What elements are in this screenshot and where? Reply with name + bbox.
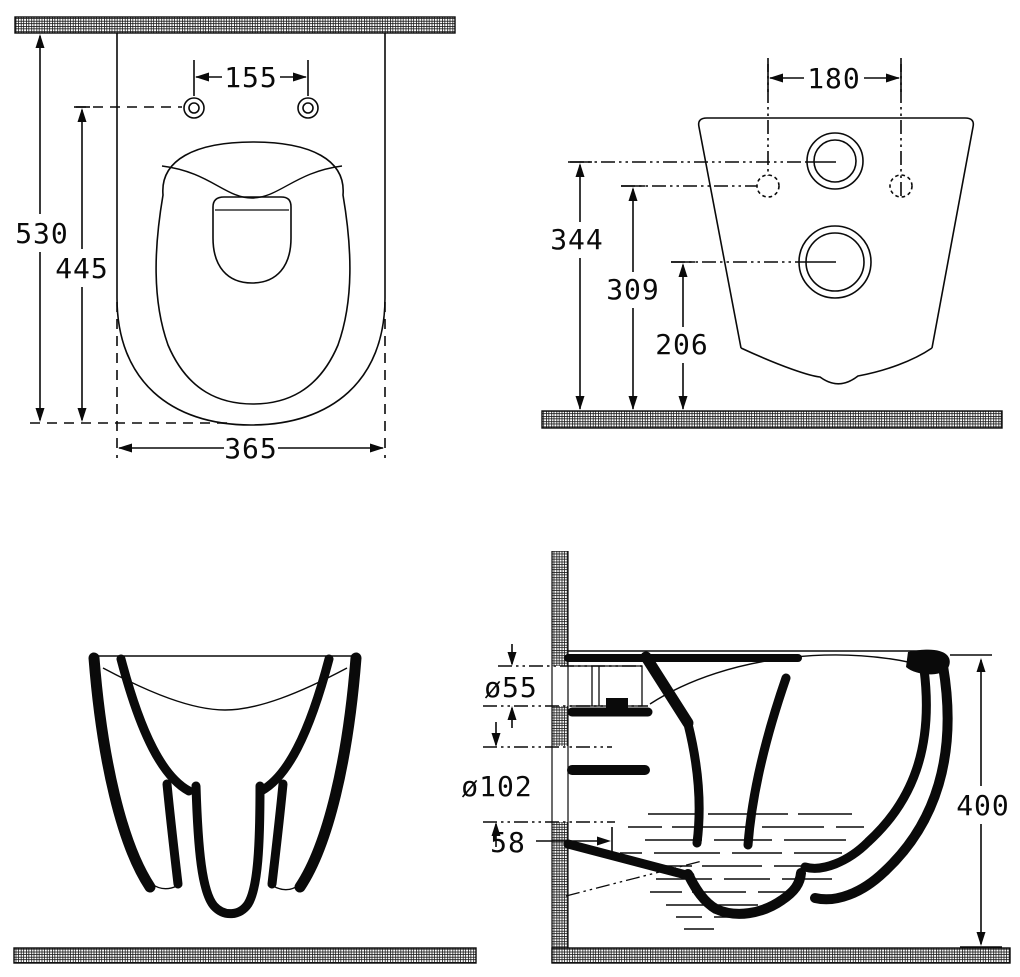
front-leg-left	[162, 779, 183, 889]
front-section-view	[13, 652, 477, 964]
side-section-view: ø55 ø102 58 400	[461, 551, 1011, 964]
side-sump-bottom	[683, 868, 806, 919]
front-foot-line-left	[151, 883, 178, 890]
rear-dim-inlet-height	[568, 161, 592, 410]
plan-dim-overall-depth	[35, 34, 45, 422]
rear-dim-hole-height	[621, 185, 645, 410]
rear-label-inlet-height: 344	[550, 223, 604, 256]
front-bowl-wall-left	[116, 654, 194, 796]
rear-floor-hatch	[541, 410, 1003, 429]
rear-label-hole-height: 309	[606, 273, 660, 306]
plan-seat-wave-line	[161, 165, 343, 199]
front-bowl-wave-line	[102, 667, 348, 711]
side-dim-outlet-offset	[536, 827, 613, 857]
plan-mounting-hole-left	[183, 97, 205, 119]
plan-dim-width	[118, 443, 384, 453]
side-bowl-wall-right	[800, 664, 931, 873]
rear-dim-hole-spacing	[767, 64, 902, 92]
side-outer-shell-right	[810, 661, 953, 905]
side-outlet-bottom-wall	[563, 839, 695, 881]
plan-label-overall-depth: 530	[15, 217, 69, 250]
rear-body-outline	[697, 117, 975, 385]
side-floor-hatch	[551, 947, 1011, 964]
front-outer-wall-left	[88, 652, 156, 893]
side-water-dashes	[620, 813, 864, 930]
side-dim-inlet-diameter	[507, 644, 517, 728]
side-label-rim-height: 400	[956, 789, 1010, 822]
rear-inlet-hole	[806, 132, 864, 190]
plan-wall-hatch	[14, 16, 456, 34]
front-bowl-wall-right	[256, 654, 334, 796]
side-rim-section-blob	[906, 649, 950, 675]
plan-view: 155 530 445 365	[14, 16, 456, 465]
rear-label-outlet-height: 206	[655, 328, 709, 361]
front-trapway-u	[191, 781, 265, 919]
rear-dim-outlet-height	[671, 261, 695, 410]
rear-mounting-hole-right	[889, 174, 913, 198]
side-dim-outlet-diameter	[491, 722, 501, 847]
side-label-outlet-diameter: ø102	[461, 770, 532, 803]
plan-seat-ring	[155, 141, 351, 405]
plan-dim-hole-spacing	[193, 60, 309, 96]
plan-label-width: 365	[224, 432, 278, 465]
side-flush-channel-wall	[640, 651, 694, 729]
side-trap-weir-wall	[743, 673, 791, 850]
plan-label-hole-depth: 445	[55, 252, 109, 285]
front-outer-wall-right	[294, 652, 362, 893]
front-leg-right	[267, 779, 288, 889]
side-dim-rim-height	[950, 654, 1002, 948]
side-label-inlet-diameter: ø55	[484, 671, 538, 704]
rear-label-hole-spacing: 180	[807, 62, 861, 95]
plan-label-hole-spacing: 155	[224, 61, 278, 94]
side-outlet-axis-line	[565, 860, 703, 897]
plan-bowl-opening	[212, 196, 292, 284]
side-label-outlet-offset: 58	[490, 826, 526, 859]
front-floor-hatch	[13, 947, 477, 964]
side-wall-hatch	[551, 551, 569, 963]
plan-body-outline	[116, 33, 386, 426]
side-funnel-left-wall	[683, 719, 704, 848]
front-foot-line-right	[272, 884, 300, 891]
side-spud-block	[606, 698, 628, 712]
rear-view: 180 344 309 206	[541, 58, 1003, 429]
plan-mounting-hole-right	[297, 97, 319, 119]
plan-dim-hole-depth	[74, 106, 90, 422]
